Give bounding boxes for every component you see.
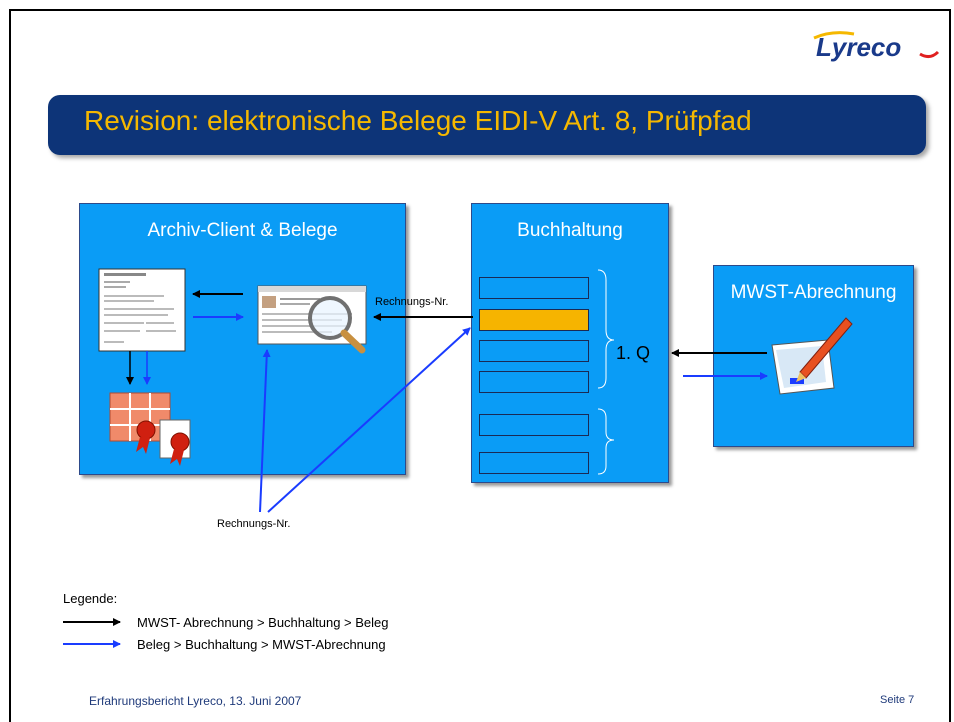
arrow-rechnungsnr-to-archive-blue <box>259 349 271 513</box>
ledger-row-4 <box>479 371 589 393</box>
bracket-upper <box>597 269 615 389</box>
legend-item-black: MWST- Abrechnung > Buchhaltung > Beleg <box>137 615 389 630</box>
lyreco-logo: Lyreco <box>813 31 940 62</box>
logo-text: Lyreco <box>816 32 901 62</box>
archive-search-icon <box>257 285 367 354</box>
bracket-lower <box>597 408 615 475</box>
arrow-rechnungsnr-to-ledger-blue <box>267 327 471 513</box>
ledger-row-5 <box>479 414 589 436</box>
buchhaltung-box: Buchhaltung 1. Q <box>471 203 669 483</box>
mwst-title: MWST-Abrechnung <box>730 282 897 303</box>
quarter-label: 1. Q <box>616 343 651 363</box>
ledger-row-highlighted <box>479 309 589 331</box>
document-icon <box>98 268 186 352</box>
ledger-row-6 <box>479 452 589 474</box>
legend-item-blue: Beleg > Buchhaltung > MWST-Abrechnung <box>137 637 386 652</box>
rechnungs-nr-label-bottom: Rechnungs-Nr. <box>217 518 291 530</box>
edit-document-icon <box>771 317 853 395</box>
buchhaltung-title: Buchhaltung <box>517 220 623 241</box>
archiv-client-title: Archiv-Client & Belege <box>147 220 338 241</box>
certificate-icon <box>109 392 191 466</box>
slide-frame <box>9 9 951 722</box>
rechnungs-nr-label-top: Rechnungs-Nr. <box>375 296 449 308</box>
ledger-row-1 <box>479 277 589 299</box>
ledger-row-3 <box>479 340 589 362</box>
legend-title: Legende: <box>63 591 118 606</box>
title-banner: Revision: elektronische Belege EIDI-V Ar… <box>48 95 926 155</box>
footer-text: Erfahrungsbericht Lyreco, 13. Juni 2007 <box>89 694 302 708</box>
page-number: Seite 7 <box>880 694 915 706</box>
page-title: Revision: elektronische Belege EIDI-V Ar… <box>84 105 752 136</box>
